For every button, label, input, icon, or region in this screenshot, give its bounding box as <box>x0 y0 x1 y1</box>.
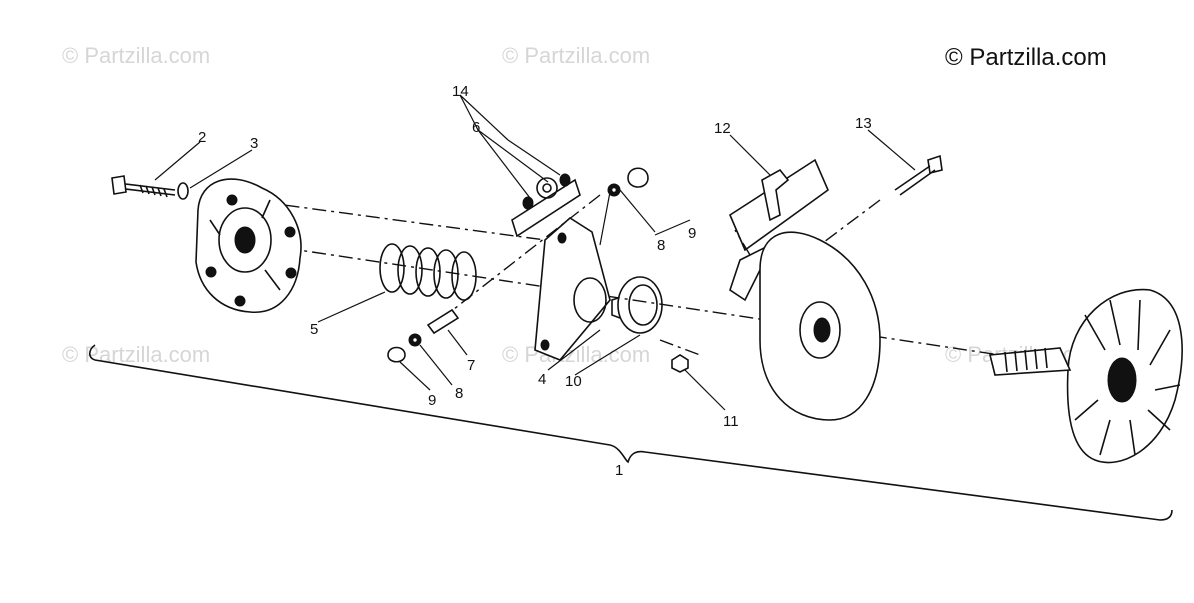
callout-6: 6 <box>472 119 480 136</box>
callout-8: 8 <box>455 385 463 402</box>
watermark: © Partzilla.com <box>502 342 650 367</box>
cap-part <box>387 346 406 363</box>
roller-part <box>522 173 571 210</box>
washer-part <box>408 333 422 347</box>
callout-4: 4 <box>538 371 546 388</box>
callout-1: 1 <box>615 462 623 479</box>
fixed-sheave-part <box>988 288 1183 464</box>
spider-arm-part <box>534 217 611 361</box>
watermark: © Partzilla.com <box>502 43 650 68</box>
copyright-label: © Partzilla.com <box>945 44 1107 71</box>
roller-kit-box <box>511 178 581 238</box>
weight-part <box>728 158 829 252</box>
callout-8: 8 <box>657 237 665 254</box>
callout-9: 9 <box>428 392 436 409</box>
cover-plate-part <box>195 178 302 313</box>
callout-13: 13 <box>855 115 872 132</box>
callout-10: 10 <box>565 373 582 390</box>
callout-12: 12 <box>714 120 731 137</box>
assembly-bracket <box>88 344 1173 521</box>
spring-part <box>379 243 477 301</box>
moveable-sheave-part <box>729 231 881 421</box>
callout-7: 7 <box>467 357 475 374</box>
bolt-part <box>111 175 189 200</box>
callout-labels: 2 3 5 14 6 12 13 9 8 7 8 9 4 10 11 1 <box>198 83 872 479</box>
callout-9: 9 <box>688 225 696 242</box>
pin-part <box>426 308 460 335</box>
leader-lines <box>154 94 916 411</box>
callout-11: 11 <box>723 413 739 430</box>
callout-3: 3 <box>250 135 258 152</box>
callout-5: 5 <box>310 321 318 338</box>
callout-14: 14 <box>452 83 469 100</box>
bolt-part <box>894 154 943 196</box>
callout-2: 2 <box>198 129 206 146</box>
bushing-part <box>611 276 663 334</box>
assembly-centerline <box>231 194 1021 359</box>
nut-part <box>671 354 689 373</box>
cap-part <box>627 167 649 188</box>
watermark: © Partzilla.com <box>62 43 210 68</box>
watermark: © Partzilla.com <box>62 342 210 367</box>
